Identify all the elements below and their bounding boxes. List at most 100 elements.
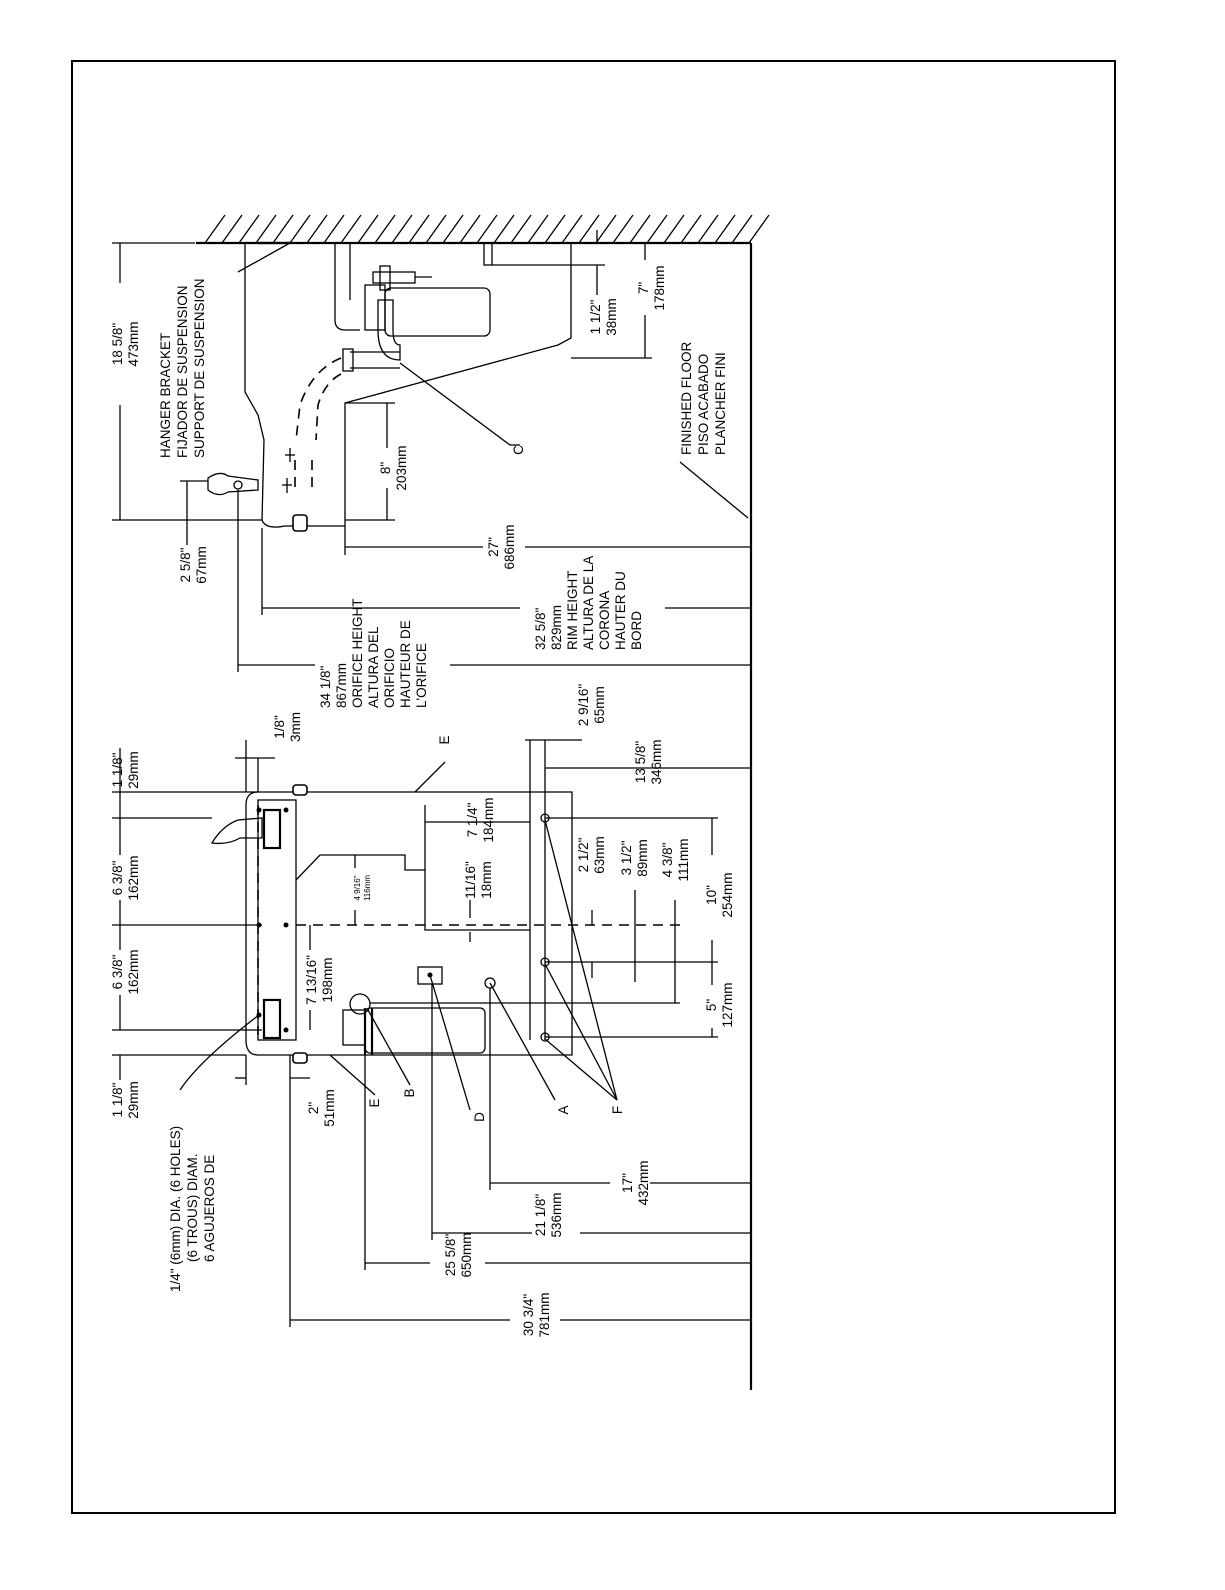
dim-2-metric: 51mm: [322, 1089, 337, 1127]
dim-5-label: 5": [704, 999, 719, 1012]
dim-2-5-metric: 63mm: [592, 836, 607, 874]
dim-upper-half-label: 6 3/8": [110, 860, 125, 895]
hatch-stroke: [748, 214, 770, 244]
holes-note-line-1: 1/4" (6mm) DIA. (6 HOLES): [168, 1126, 183, 1292]
dim-25-625-label: 25 5/8": [443, 1234, 458, 1277]
hanger-bracket-es: FIJADOR DE SUSPENSION: [175, 285, 190, 458]
fountain-side-profile: [207, 241, 572, 532]
dim-13-5-8-label: 13 5/8": [633, 741, 648, 784]
dim-bubbler-label: 2 5/8": [178, 547, 193, 582]
dim-30-75-label: 30 3/4": [521, 1294, 536, 1337]
dim-bottom-left-metric: 29mm: [126, 1081, 141, 1119]
dim-lower-half-label: 6 3/8": [110, 954, 125, 989]
dim-21-125-label: 21 1/8": [533, 1194, 548, 1237]
hatch-stroke: [493, 214, 515, 244]
hatch-stroke: [323, 214, 345, 244]
dim-8-label: 8": [378, 462, 393, 475]
back-view-labels: 1 1/8"29mm 6 3/8"162mm 6 3/8"162mm 1 1/8…: [110, 684, 735, 1338]
dim-21-125-metric: 536mm: [549, 1192, 564, 1237]
orifice-height-metric: 867mm: [334, 663, 349, 708]
hatch-stroke: [272, 214, 294, 244]
callout-c: C: [511, 445, 526, 455]
hatch-stroke: [204, 214, 226, 244]
hatch-stroke: [374, 214, 396, 244]
orifice-height-es-1: ALTURA DEL: [366, 626, 381, 708]
hatch-stroke: [714, 214, 736, 244]
dim-27-metric: 686mm: [502, 524, 517, 569]
rim-height-dim: 32 5/8": [533, 607, 548, 650]
hatch-stroke: [595, 214, 617, 244]
hatch-stroke: [238, 214, 260, 244]
dim-lower-half-metric: 162mm: [126, 949, 141, 994]
finished-floor-fr: PLANCHER FINI: [713, 352, 728, 455]
orifice-height-fr-2: L'ORIFICE: [414, 643, 429, 708]
dim-overall-height-label: 18 5/8": [110, 323, 125, 366]
dim-4-9-16-label: 4 9/16": [353, 875, 362, 900]
hatch-stroke: [255, 214, 277, 244]
dim-3-5-metric: 89mm: [635, 839, 650, 877]
dim-7-25-metric: 184mm: [481, 797, 496, 842]
callout-b: B: [402, 1088, 417, 1097]
hatch-stroke: [221, 214, 243, 244]
rim-height-label: RIM HEIGHT: [565, 571, 580, 651]
dim-25-625-metric: 650mm: [459, 1232, 474, 1277]
dim-10-metric: 254mm: [720, 872, 735, 917]
dim-top-left-label: 1 1/8": [110, 752, 125, 787]
rim-height-es-1: ALTURA DE LA: [581, 556, 596, 650]
rim-height-metric: 829mm: [549, 605, 564, 650]
orifice-height-fr-1: HAUTEUR DE: [398, 620, 413, 708]
dim-11-16-metric: 18mm: [479, 861, 494, 899]
orifice-height-label: ORIFICE HEIGHT: [350, 598, 365, 708]
orifice-height-es-2: ORIFICIO: [382, 648, 397, 708]
dim-4-3-8-label: 4 3/8": [660, 842, 675, 877]
dim-top-left-metric: 29mm: [126, 751, 141, 789]
hatch-stroke: [697, 214, 719, 244]
dim-2-5-label: 2 1/2": [576, 837, 591, 872]
hatch-stroke: [561, 214, 583, 244]
hatch-stroke: [612, 214, 634, 244]
side-view-dimension-lines: [112, 230, 751, 672]
hatch-stroke: [425, 214, 447, 244]
dim-11-16-label: 11/16": [463, 861, 478, 899]
wall-hatch: [196, 214, 770, 245]
rim-height-es-2: CORONA: [597, 591, 612, 650]
rim-height-fr-1: HAUTER DU: [613, 571, 628, 650]
dim-2-label: 2": [306, 1102, 321, 1115]
hatch-stroke: [340, 214, 362, 244]
dim-10-label: 10": [704, 885, 719, 905]
dim-1-5-metric: 38mm: [604, 298, 619, 336]
hatch-stroke: [357, 214, 379, 244]
hatch-stroke: [459, 214, 481, 244]
hatch-stroke: [510, 214, 532, 244]
hatch-stroke: [408, 214, 430, 244]
page-frame: [71, 60, 1116, 1514]
dim-7-metric: 178mm: [652, 265, 667, 310]
dim-eighth-label: 1/8": [272, 715, 287, 739]
hanger-bracket-fr: SUPPORT DE SUSPENSION: [192, 278, 207, 458]
dim-7-25-label: 7 1/4": [465, 802, 480, 837]
dim-17-label: 17": [620, 1173, 635, 1193]
dim-27-label: 27": [486, 537, 501, 557]
hatch-stroke: [663, 214, 685, 244]
hatch-stroke: [544, 214, 566, 244]
dim-13-5-8-metric: 346mm: [649, 739, 664, 784]
callout-a: A: [556, 1105, 571, 1114]
hatch-stroke: [629, 214, 651, 244]
dim-7-13-16-metric: 198mm: [320, 957, 335, 1002]
callout-e-bottom: E: [367, 1098, 382, 1107]
orifice-height-dim: 34 1/8": [318, 665, 333, 708]
hanger-bracket-label: HANGER BRACKET: [158, 333, 173, 458]
hatch-stroke: [646, 214, 668, 244]
side-view-labels: 18 5/8"473mm HANGER BRACKET FIJADOR DE S…: [110, 265, 728, 708]
finished-floor-es: PISO ACABADO: [696, 354, 711, 455]
hatch-stroke: [527, 214, 549, 244]
dim-overall-height-metric: 473mm: [126, 321, 141, 366]
callout-f: F: [610, 1106, 625, 1114]
finished-floor-label: FINISHED FLOOR: [679, 341, 694, 455]
dim-2-9-16-label: 2 9/16": [576, 684, 591, 727]
dim-4-3-8-metric: 111mm: [676, 838, 691, 881]
dim-2-9-16-metric: 65mm: [592, 686, 607, 724]
hatch-stroke: [680, 214, 702, 244]
